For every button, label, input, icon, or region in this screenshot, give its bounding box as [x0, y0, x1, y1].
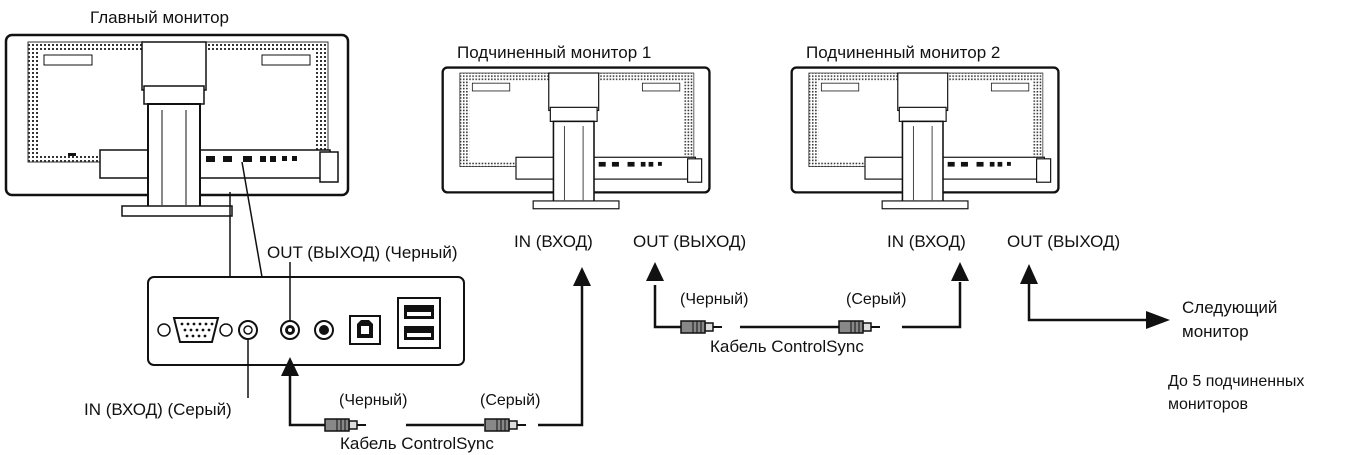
arrow-up-icon [281, 357, 299, 376]
next-monitor-arrow [1020, 264, 1170, 329]
cable-2-label: Кабель ControlSync [710, 337, 864, 356]
in-label-1: IN (ВХОД) [514, 232, 593, 251]
vga-port-icon [157, 317, 233, 343]
sub-monitor-1-illustration [441, 66, 711, 210]
next-monitor-label-line1: Следующий [1182, 298, 1278, 317]
usb-b-port-icon [349, 315, 381, 345]
in-label-2: IN (ВХОД) [887, 232, 966, 251]
cable-1-black-label: (Черный) [339, 392, 408, 409]
callout-lines [229, 161, 263, 278]
sub-monitor-2-illustration [790, 66, 1060, 210]
cable-2-black-label: (Черный) [680, 291, 749, 308]
up-to-label-line1: До 5 подчиненных [1168, 373, 1305, 390]
cable-1 [288, 285, 584, 427]
sub-monitor-1-label: Подчиненный монитор 1 [457, 43, 652, 62]
arrow-up-icon [573, 267, 591, 286]
cable-1-grey-label: (Серый) [480, 392, 541, 409]
arrow-up-icon [646, 262, 664, 281]
cable-1-plug-black-icon [324, 418, 367, 432]
in-grey-label: IN (ВХОД) (Серый) [84, 400, 232, 419]
up-to-label-line2: мониторов [1168, 396, 1249, 413]
main-monitor-illustration [4, 33, 350, 217]
next-monitor-label-line2: монитор [1182, 322, 1249, 341]
cable-2-plug-grey-icon [838, 320, 881, 334]
out-label-1: OUT (ВЫХОД) [633, 232, 747, 251]
audio-jack-icon [314, 320, 334, 340]
in-jack-icon [238, 320, 258, 340]
cable-2-plug-black-icon [680, 320, 723, 334]
out-jack-icon [280, 320, 300, 340]
out-black-label: OUT (ВЫХОД) (Черный) [267, 243, 458, 262]
main-monitor-label: Главный монитор [90, 8, 230, 27]
cable-1-label: Кабель ControlSync [340, 434, 494, 453]
out-label-2: OUT (ВЫХОД) [1007, 232, 1121, 251]
sub-monitor-2-label: Подчиненный монитор 2 [806, 43, 1001, 62]
port-panel [147, 276, 465, 366]
cable-2-grey-label: (Серый) [846, 291, 907, 308]
arrow-up-icon [951, 262, 969, 281]
usb-a-ports-icon [397, 297, 441, 349]
cable-1-plug-grey-icon [484, 418, 527, 432]
